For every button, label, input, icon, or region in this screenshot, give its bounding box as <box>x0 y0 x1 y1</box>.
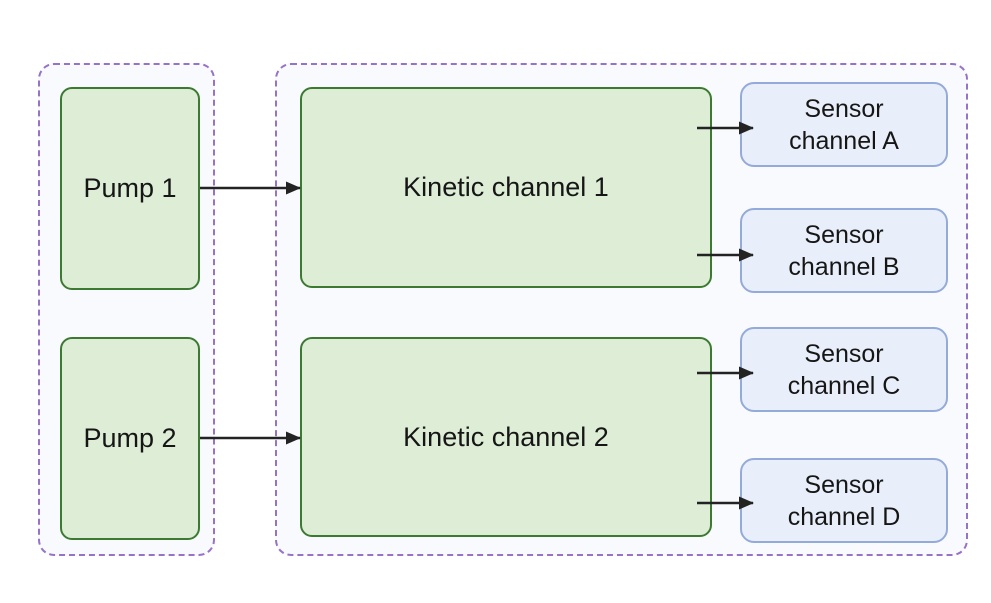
sensor-channel-a-label-line1: Sensor <box>804 94 884 123</box>
sensor-channel-c-label-line2: channel C <box>787 371 901 400</box>
kinetic-channel-1-node: Kinetic channel 1 <box>300 87 712 288</box>
pump-2-label: Pump 2 <box>83 423 177 453</box>
kinetic-channel-2-node: Kinetic channel 2 <box>300 337 712 537</box>
pump-1-label: Pump 1 <box>83 173 177 203</box>
sensor-channel-b-label-line1: Sensor <box>804 220 884 249</box>
sensor-channel-d-label-line1: Sensor <box>804 470 884 499</box>
sensor-channel-c-node: Sensor channel C <box>740 327 948 412</box>
sensor-channel-d-label-line2: channel D <box>787 502 901 531</box>
pump-2-node: Pump 2 <box>60 337 200 540</box>
sensor-channel-b-node: Sensor channel B <box>740 208 948 293</box>
kinetic-channel-2-label: Kinetic channel 2 <box>403 421 609 452</box>
sensor-channel-d-node: Sensor channel D <box>740 458 948 543</box>
sensor-channel-b-label-line2: channel B <box>788 252 900 281</box>
sensor-channel-c-label-line1: Sensor <box>804 339 884 368</box>
kinetic-channel-1-label: Kinetic channel 1 <box>403 172 609 202</box>
sensor-channel-a-label-line2: channel A <box>789 126 899 155</box>
sensor-channel-a-node: Sensor channel A <box>740 82 948 167</box>
pump-1-node: Pump 1 <box>60 87 200 290</box>
